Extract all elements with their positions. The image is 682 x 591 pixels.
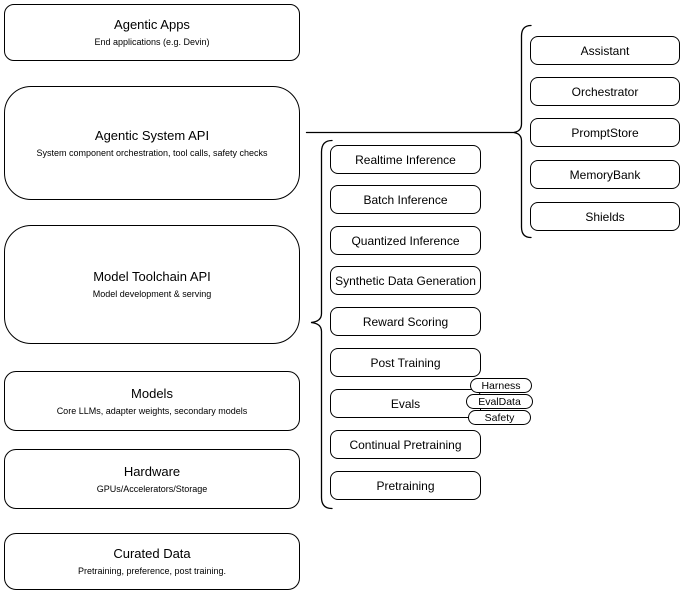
node-title: Hardware <box>123 463 181 479</box>
node-shields: Shields <box>530 202 680 231</box>
node-subtitle: Model development & serving <box>92 289 212 299</box>
node-subtitle: Pretraining, preference, post training. <box>77 566 227 576</box>
node-title: Model Toolchain API <box>93 269 211 284</box>
node-hardware: Hardware GPUs/Accelerators/Storage <box>4 449 300 509</box>
node-realtime-inference: Realtime Inference <box>330 145 481 174</box>
node-assistant: Assistant <box>530 36 680 65</box>
node-model-toolchain-api: Model Toolchain API Model development & … <box>4 225 300 344</box>
node-curated-data: Curated Data Pretraining, preference, po… <box>4 533 300 590</box>
node-pretraining: Pretraining <box>330 471 481 500</box>
node-subtitle: Core LLMs, adapter weights, secondary mo… <box>56 405 248 416</box>
node-evals: Evals <box>330 389 481 418</box>
node-agentic-system-api: Agentic System API System component orch… <box>4 86 300 200</box>
node-quantized-inference: Quantized Inference <box>330 226 481 255</box>
tag-safety: Safety <box>468 410 531 425</box>
node-promptstore: PromptStore <box>530 118 680 147</box>
node-post-training: Post Training <box>330 348 481 377</box>
node-continual-pretraining: Continual Pretraining <box>330 430 481 459</box>
node-orchestrator: Orchestrator <box>530 77 680 106</box>
node-agentic-apps: Agentic Apps End applications (e.g. Devi… <box>4 4 300 61</box>
node-memorybank: MemoryBank <box>530 160 680 189</box>
node-title: Agentic Apps <box>114 17 190 32</box>
node-reward-scoring: Reward Scoring <box>330 307 481 336</box>
node-subtitle: System component orchestration, tool cal… <box>36 147 268 158</box>
system-components-brace <box>513 24 532 239</box>
tag-evaldata: EvalData <box>466 394 533 409</box>
toolchain-group-brace <box>310 139 333 510</box>
node-subtitle: GPUs/Accelerators/Storage <box>96 483 208 494</box>
node-models: Models Core LLMs, adapter weights, secon… <box>4 371 300 431</box>
tag-harness: Harness <box>470 378 532 393</box>
node-synthetic-data-generation: Synthetic Data Generation <box>330 266 481 295</box>
node-title: Models <box>131 385 173 401</box>
node-batch-inference: Batch Inference <box>330 185 481 214</box>
node-title: Curated Data <box>113 546 191 561</box>
node-subtitle: End applications (e.g. Devin) <box>94 37 210 47</box>
node-title: Agentic System API <box>94 127 210 143</box>
